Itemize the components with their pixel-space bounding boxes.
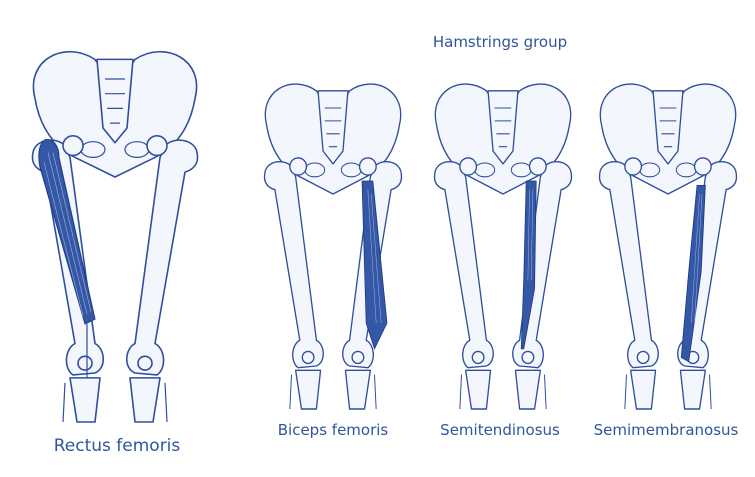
label-semitendinosus: Semitendinosus [440, 421, 560, 439]
label-semimembranosus: Semimembranosus [593, 421, 739, 439]
hamstrings-group-title: Hamstrings group [432, 33, 568, 51]
figure-semimembranosus [598, 83, 738, 410]
label-rectus-femoris: Rectus femoris [53, 436, 181, 456]
figure-biceps-femoris [263, 83, 403, 410]
figure-semitendinosus [433, 83, 573, 410]
semimembranosus-muscle [680, 184, 706, 363]
biceps-femoris-muscle [361, 180, 388, 350]
label-biceps-femoris: Biceps femoris [277, 421, 389, 439]
figure-rectus-femoris [31, 50, 199, 423]
